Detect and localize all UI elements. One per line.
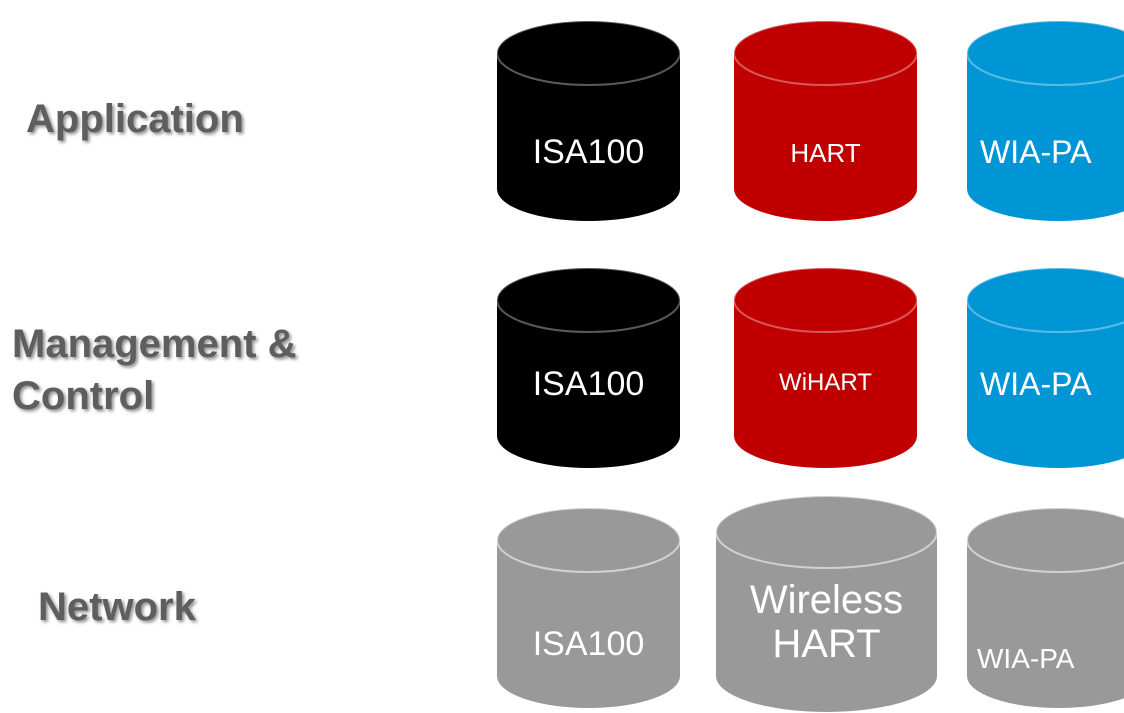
cylinder-label: ISA100	[495, 625, 682, 663]
cylinder-label: HART	[732, 138, 919, 168]
cylinder-label-line: ISA100	[532, 365, 645, 403]
cylinder-label: Wireless HART	[714, 578, 939, 666]
cylinder-shape	[966, 507, 1124, 708]
layer-label-management-control: Management & Control	[12, 318, 297, 422]
cylinder-management-wihart: WiHART	[732, 265, 919, 473]
cylinder-top	[733, 267, 918, 333]
cylinder-label: WIA-PA	[980, 134, 1124, 170]
cylinder-label-line: HART	[790, 138, 861, 168]
cylinder-application-wia-pa: WIA-PA	[965, 18, 1124, 226]
cylinder-top	[496, 507, 681, 573]
cylinder-network-isa100: ISA100	[495, 505, 682, 713]
cylinder-body	[967, 300, 1124, 468]
cylinder-management-wia-pa: WIA-PA	[965, 265, 1124, 473]
cylinder-shape	[496, 267, 681, 468]
cylinder-top	[966, 267, 1124, 333]
cylinder-shape	[966, 20, 1124, 221]
cylinder-top	[496, 20, 681, 86]
cylinder-management-isa100: ISA100	[495, 265, 682, 473]
cylinder-label-line: HART	[772, 622, 881, 666]
cylinder-shape	[733, 20, 918, 221]
cylinder-body	[497, 53, 680, 221]
cylinder-body	[967, 53, 1124, 221]
cylinder-network-wireless-hart: Wireless HART	[714, 490, 939, 713]
cylinder-shape	[496, 507, 681, 708]
cylinder-label-line: WIA-PA	[980, 366, 1092, 402]
cylinder-top	[715, 495, 938, 569]
layer-label-line: Network	[38, 585, 196, 629]
layer-label-line: Application	[26, 97, 244, 141]
layer-label-network: Network	[38, 581, 196, 633]
cylinder-label-line: WiHART	[779, 369, 872, 396]
cylinder-application-isa100: ISA100	[495, 18, 682, 226]
cylinder-label: WIA-PA	[977, 643, 1124, 675]
cylinder-label: WiHART	[732, 369, 919, 397]
cylinder-label: ISA100	[495, 133, 682, 171]
cylinder-application-hart: HART	[732, 18, 919, 226]
cylinder-body	[716, 532, 937, 712]
cylinder-body	[734, 300, 917, 468]
cylinder-label-line: ISA100	[532, 133, 645, 171]
cylinder-shape	[966, 267, 1124, 468]
cylinder-shape	[733, 267, 918, 468]
cylinder-label: WIA-PA	[980, 366, 1124, 402]
cylinder-label: ISA100	[495, 365, 682, 403]
cylinder-body	[967, 540, 1124, 708]
cylinder-shape	[496, 20, 681, 221]
cylinder-body	[734, 53, 917, 221]
cylinder-body	[497, 540, 680, 708]
cylinder-label-line: WIA-PA	[980, 134, 1092, 170]
cylinder-top	[496, 267, 681, 333]
cylinder-top	[733, 20, 918, 86]
cylinder-label-line: Wireless	[749, 578, 904, 622]
cylinder-shape	[715, 495, 938, 712]
layer-label-application: Application	[26, 93, 244, 145]
cylinder-top	[966, 20, 1124, 86]
cylinder-network-wia-pa: WIA-PA	[965, 505, 1124, 713]
layer-label-line: Management &	[12, 322, 297, 366]
cylinder-body	[497, 300, 680, 468]
cylinder-top	[966, 507, 1124, 573]
cylinder-label-line: WIA-PA	[977, 643, 1075, 674]
cylinder-label-line: ISA100	[532, 625, 645, 663]
layer-label-line: Control	[12, 374, 155, 418]
